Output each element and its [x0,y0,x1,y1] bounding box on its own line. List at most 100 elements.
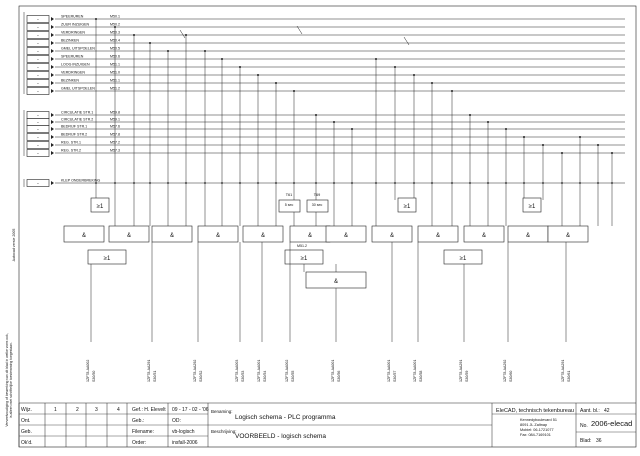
and-gate-symbol: & [308,233,312,239]
or-gate-symbol: ≥1 [301,256,308,262]
input-marker-box [26,55,50,63]
junction-dot [221,182,223,184]
input-marker-box [26,71,50,79]
input-label: REG. STR.1 [61,141,81,145]
output-reference: S30/57 [393,371,397,382]
output-reference: S30/61 [567,371,571,382]
output-code: 1ZF78-AA292 [193,360,197,382]
input-marker-box [26,125,50,133]
and-gate-symbol: & [526,233,530,239]
or-gate [87,249,127,265]
junction-dot [257,74,259,76]
filename-label: Filename: [132,429,154,435]
input-marker: - [37,73,39,79]
input-arrow [51,151,54,155]
junction-dot [542,144,544,146]
input-marker-box [26,47,50,55]
drawing-number: 2006-elecad [591,419,633,428]
junction-dot [597,182,599,184]
output-code: 1ZF78-AA292 [503,360,507,382]
input-label: VERDRINGEN [61,31,85,35]
or-gate-symbol: ≥1 [529,204,536,210]
input-address: M50.2 [110,23,120,27]
drawing-frame [18,5,637,448]
input-arrow [51,65,54,69]
output-code: 1ZF78-AA291 [147,360,151,382]
and-gate-symbol: & [127,233,131,239]
junction-dot [204,182,206,184]
switch-mark [403,36,410,46]
beschrijving-label: Beschrijving: [211,429,237,434]
company-address: Kennedyboulevard 51 [520,418,557,422]
junction-dot [375,182,377,184]
input-label: GMEL UITSPOELEN [61,47,95,51]
company-phone: Mobiel: 06-1721077 [520,428,554,432]
input-label: VERDRINGEN [61,71,85,75]
input-label: BEDRIJF STR.2 [61,133,87,137]
output-reference: S30/55 [291,371,295,382]
junction-dot [315,114,317,116]
and-gate [417,225,459,243]
junction-dot [413,74,415,76]
switch-mark [179,29,186,39]
checked-by-label: Geb.: [132,418,145,424]
input-label: GMEL UITSPOELEN [61,87,95,91]
od-label: OD: [172,418,181,424]
junction-dot [611,152,613,154]
company-fax: Fax: 084-7169101 [520,433,551,437]
junction-dot [114,182,116,184]
junction-dot [487,121,489,123]
output-reference: S30/53 [241,371,245,382]
input-marker-box [26,133,50,141]
input-marker-box [26,141,50,149]
junction-dot [451,182,453,184]
junction-dot [351,128,353,130]
junction-dot [351,182,353,184]
and-gate [108,225,150,243]
input-arrow [51,33,54,37]
input-arrow [51,49,54,53]
junction-dot [523,182,525,184]
output-code: 1ZF78-AA291 [561,360,565,382]
input-marker: - [37,127,39,133]
input-marker: - [37,49,39,55]
and-gate-symbol: & [170,233,174,239]
output-code: 1ZF78-AA003 [235,360,239,382]
and-gate [197,225,239,243]
and-gate-symbol: & [261,233,265,239]
junction-dot [275,82,277,84]
or-gate-symbol: ≥1 [404,204,411,210]
input-arrow [51,120,54,124]
and-gate [463,225,505,243]
memory-label: M51.2 [297,244,307,248]
junction-dot [375,58,377,60]
and-gate-symbol: & [390,233,394,239]
junction-dot [579,182,581,184]
output-reference: S30/51 [153,371,157,382]
filename-value: vb-logisch [172,429,195,435]
junction-dot [579,136,581,138]
revision-number: 4 [117,407,120,413]
output-code: 1ZF78-AA001 [387,360,391,382]
and-gate-symbol: & [82,233,86,239]
sheet-number: 36 [596,438,602,444]
order-label: Order: [132,440,147,446]
and-gate-symbol: & [482,233,486,239]
junction-dot [221,58,223,60]
input-arrow [51,81,54,85]
timer-value: 30 sec [312,203,323,207]
sheet-count-label: Aant. bl.: [580,408,600,414]
input-marker: - [37,41,39,47]
input-marker: - [37,25,39,31]
input-label: BEDRIJF STR.1 [61,125,87,129]
input-marker-box [26,23,50,31]
junction-dot [239,182,241,184]
input-marker: - [37,81,39,87]
junction-dot [542,182,544,184]
input-arrow [51,89,54,93]
input-marker-box [26,79,50,87]
input-arrow [51,143,54,147]
switch-mark [296,25,303,35]
input-label: REG. STR.2 [61,149,81,153]
